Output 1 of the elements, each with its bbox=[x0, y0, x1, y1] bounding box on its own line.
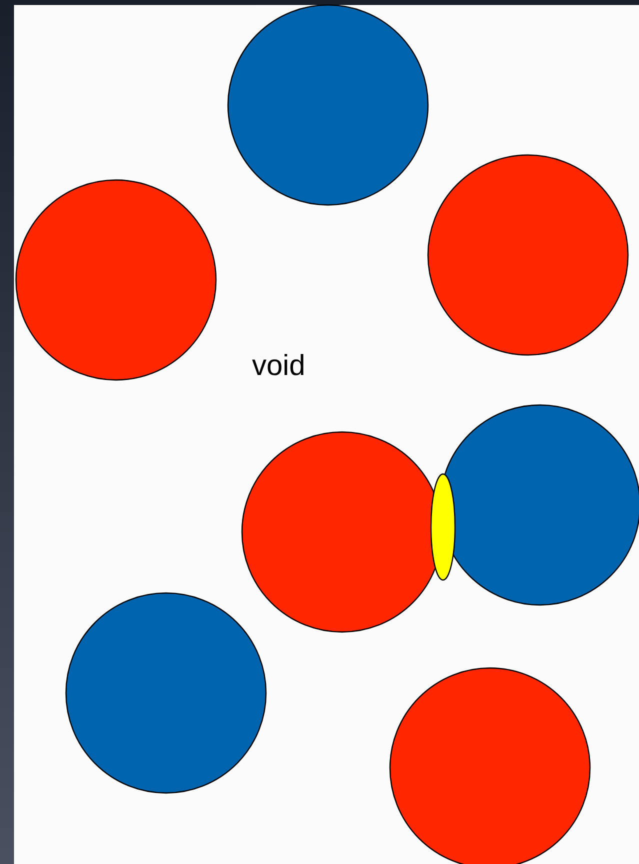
region-label: void bbox=[252, 350, 306, 383]
